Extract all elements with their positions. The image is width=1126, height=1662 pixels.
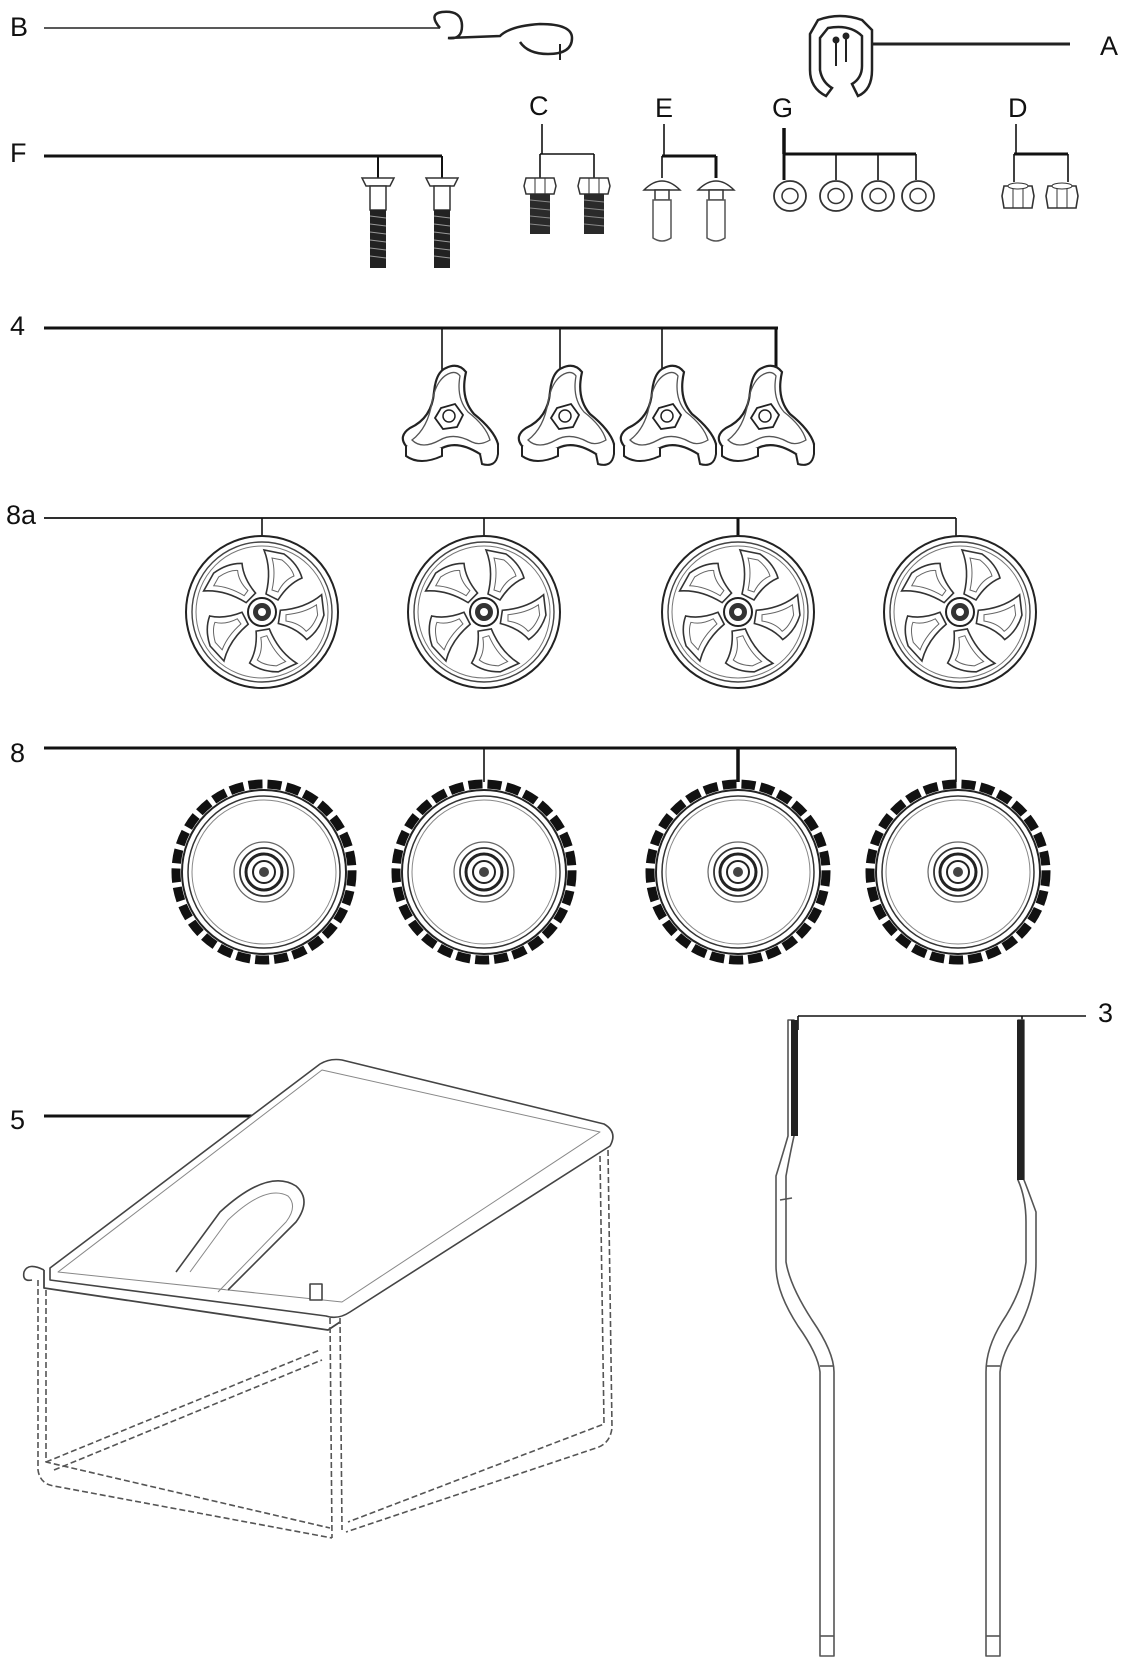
label-C: C [529,91,549,121]
part-C-bolts [523,124,611,235]
label-3: 3 [1098,998,1114,1028]
part-A-clip [808,14,1070,98]
label-G: G [772,93,794,123]
part-B-pin [44,10,574,60]
part-E-carriage-bolts [643,124,735,242]
part-8a-hubcaps [44,517,1036,688]
label-4: 4 [10,311,26,341]
part-5-grass-bag [22,1058,614,1539]
part-G-washers [773,128,935,212]
label-8a: 8a [6,500,37,530]
label-8: 8 [10,738,26,768]
label-B: B [10,12,29,42]
part-F-bolts [44,154,459,269]
part-8-wheels [44,746,1046,960]
part-D-nuts [1001,124,1079,209]
label-5: 5 [10,1105,26,1135]
part-3-handle-bars [775,1015,1086,1657]
part-4-knobs [44,326,816,466]
label-A: A [1100,31,1119,61]
label-D: D [1008,93,1028,123]
label-F: F [10,138,27,168]
label-E: E [655,93,674,123]
